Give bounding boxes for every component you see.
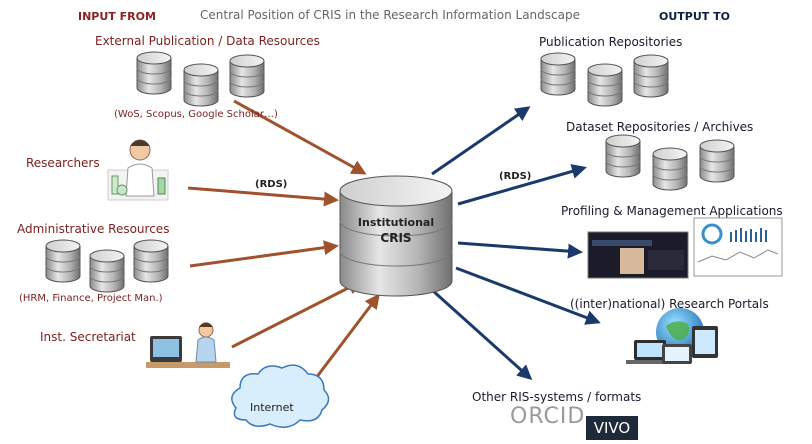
external-resources-sub: (WoS, Scopus, Google Scholar…) <box>114 109 278 120</box>
secretariat-illustration <box>146 322 230 368</box>
input-from-heading: INPUT FROM <box>78 10 156 23</box>
research-portals-label: ((inter)national) Research Portals <box>570 297 769 311</box>
orcid-logo: ORCID <box>510 404 586 429</box>
arrow-secretariat-to-cris <box>231 280 363 349</box>
administrative-label: Administrative Resources <box>17 222 170 236</box>
cris-label-line2: CRIS <box>380 231 412 245</box>
rds-output-label: (RDS) <box>499 171 532 182</box>
rds-input-label: (RDS) <box>255 179 288 190</box>
arrow-internet-to-cris <box>314 293 380 379</box>
publication-repositories-label: Publication Repositories <box>539 35 683 49</box>
db-group-external <box>136 51 265 107</box>
researchers-label: Researchers <box>26 156 100 170</box>
internet-label: Internet <box>250 401 294 414</box>
diagram-title: Central Position of CRIS in the Research… <box>200 8 580 22</box>
dataset-repositories-label: Dataset Repositories / Archives <box>566 120 754 134</box>
administrative-sub: (HRM, Finance, Project Man.) <box>19 293 163 304</box>
arrow-researchers-to-cris <box>187 186 339 207</box>
arrow-cris-to-publication <box>431 106 531 176</box>
arrow-admin-to-cris <box>189 240 339 268</box>
cris-label-line1: Institutional <box>357 216 435 229</box>
profiling-screenshots <box>587 217 783 279</box>
output-arrows <box>430 106 601 381</box>
input-arrows <box>187 99 380 379</box>
external-resources-label: External Publication / Data Resources <box>95 34 320 48</box>
db-group-dataset <box>605 134 735 191</box>
portal-globe-devices <box>626 308 718 364</box>
arrow-cris-to-profiling <box>457 241 583 259</box>
db-group-publication <box>540 52 669 107</box>
arrow-external-to-cris <box>233 99 367 175</box>
db-group-administrative <box>45 239 169 293</box>
cris-database <box>339 175 453 297</box>
arrow-cris-to-other <box>430 288 533 381</box>
vivo-logo: VIVO <box>593 419 631 437</box>
researcher-illustration <box>107 139 169 201</box>
output-to-heading: OUTPUT TO <box>659 10 730 23</box>
arrow-cris-to-portals <box>455 266 601 325</box>
internet-cloud <box>231 364 330 428</box>
vivo-logo-box <box>586 416 638 440</box>
other-ris-label: Other RIS-systems / formats <box>472 390 642 404</box>
profiling-applications-label: Profiling & Management Applications <box>561 204 783 218</box>
arrow-cris-to-dataset <box>457 164 587 206</box>
secretariat-label: Inst. Secretariat <box>40 330 136 344</box>
